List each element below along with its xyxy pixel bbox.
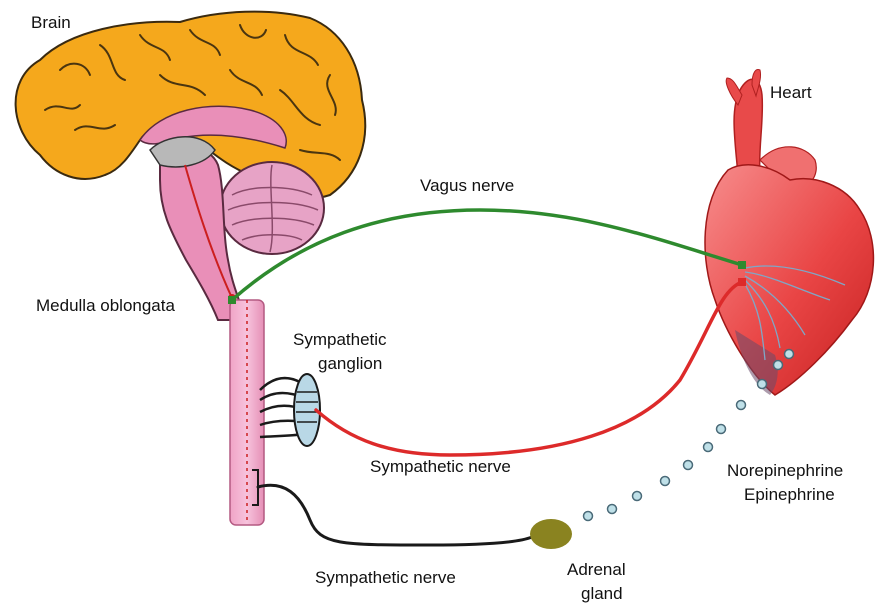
aortic-branch-1 <box>726 78 742 105</box>
label-norepinephrine: Norepinephrine <box>727 461 843 480</box>
adrenal-nerve-group <box>252 470 532 545</box>
label-heart: Heart <box>770 83 812 102</box>
label-adrenal-line1: Adrenal <box>567 560 626 579</box>
label-sympathetic-nerve-heart: Sympathetic nerve <box>370 457 511 476</box>
label-adrenal-line2: gland <box>581 584 623 603</box>
vagus-origin-marker <box>228 296 236 304</box>
label-vagus-nerve: Vagus nerve <box>420 176 514 195</box>
sympathetic-nerve-adrenal <box>258 485 532 545</box>
adrenal-gland <box>530 519 572 549</box>
vagus-heart-marker <box>738 261 746 269</box>
label-sympathetic-nerve-adrenal: Sympathetic nerve <box>315 568 456 587</box>
heart <box>705 70 873 395</box>
label-brain: Brain <box>31 13 71 32</box>
label-epinephrine: Epinephrine <box>744 485 835 504</box>
label-medulla-oblongata: Medulla oblongata <box>36 296 175 315</box>
brain <box>16 12 366 320</box>
heart-body <box>705 165 873 395</box>
label-ganglion-line2: ganglion <box>318 354 382 373</box>
label-ganglion-line1: Sympathetic <box>293 330 387 349</box>
sympathetic-heart-marker <box>738 278 746 286</box>
